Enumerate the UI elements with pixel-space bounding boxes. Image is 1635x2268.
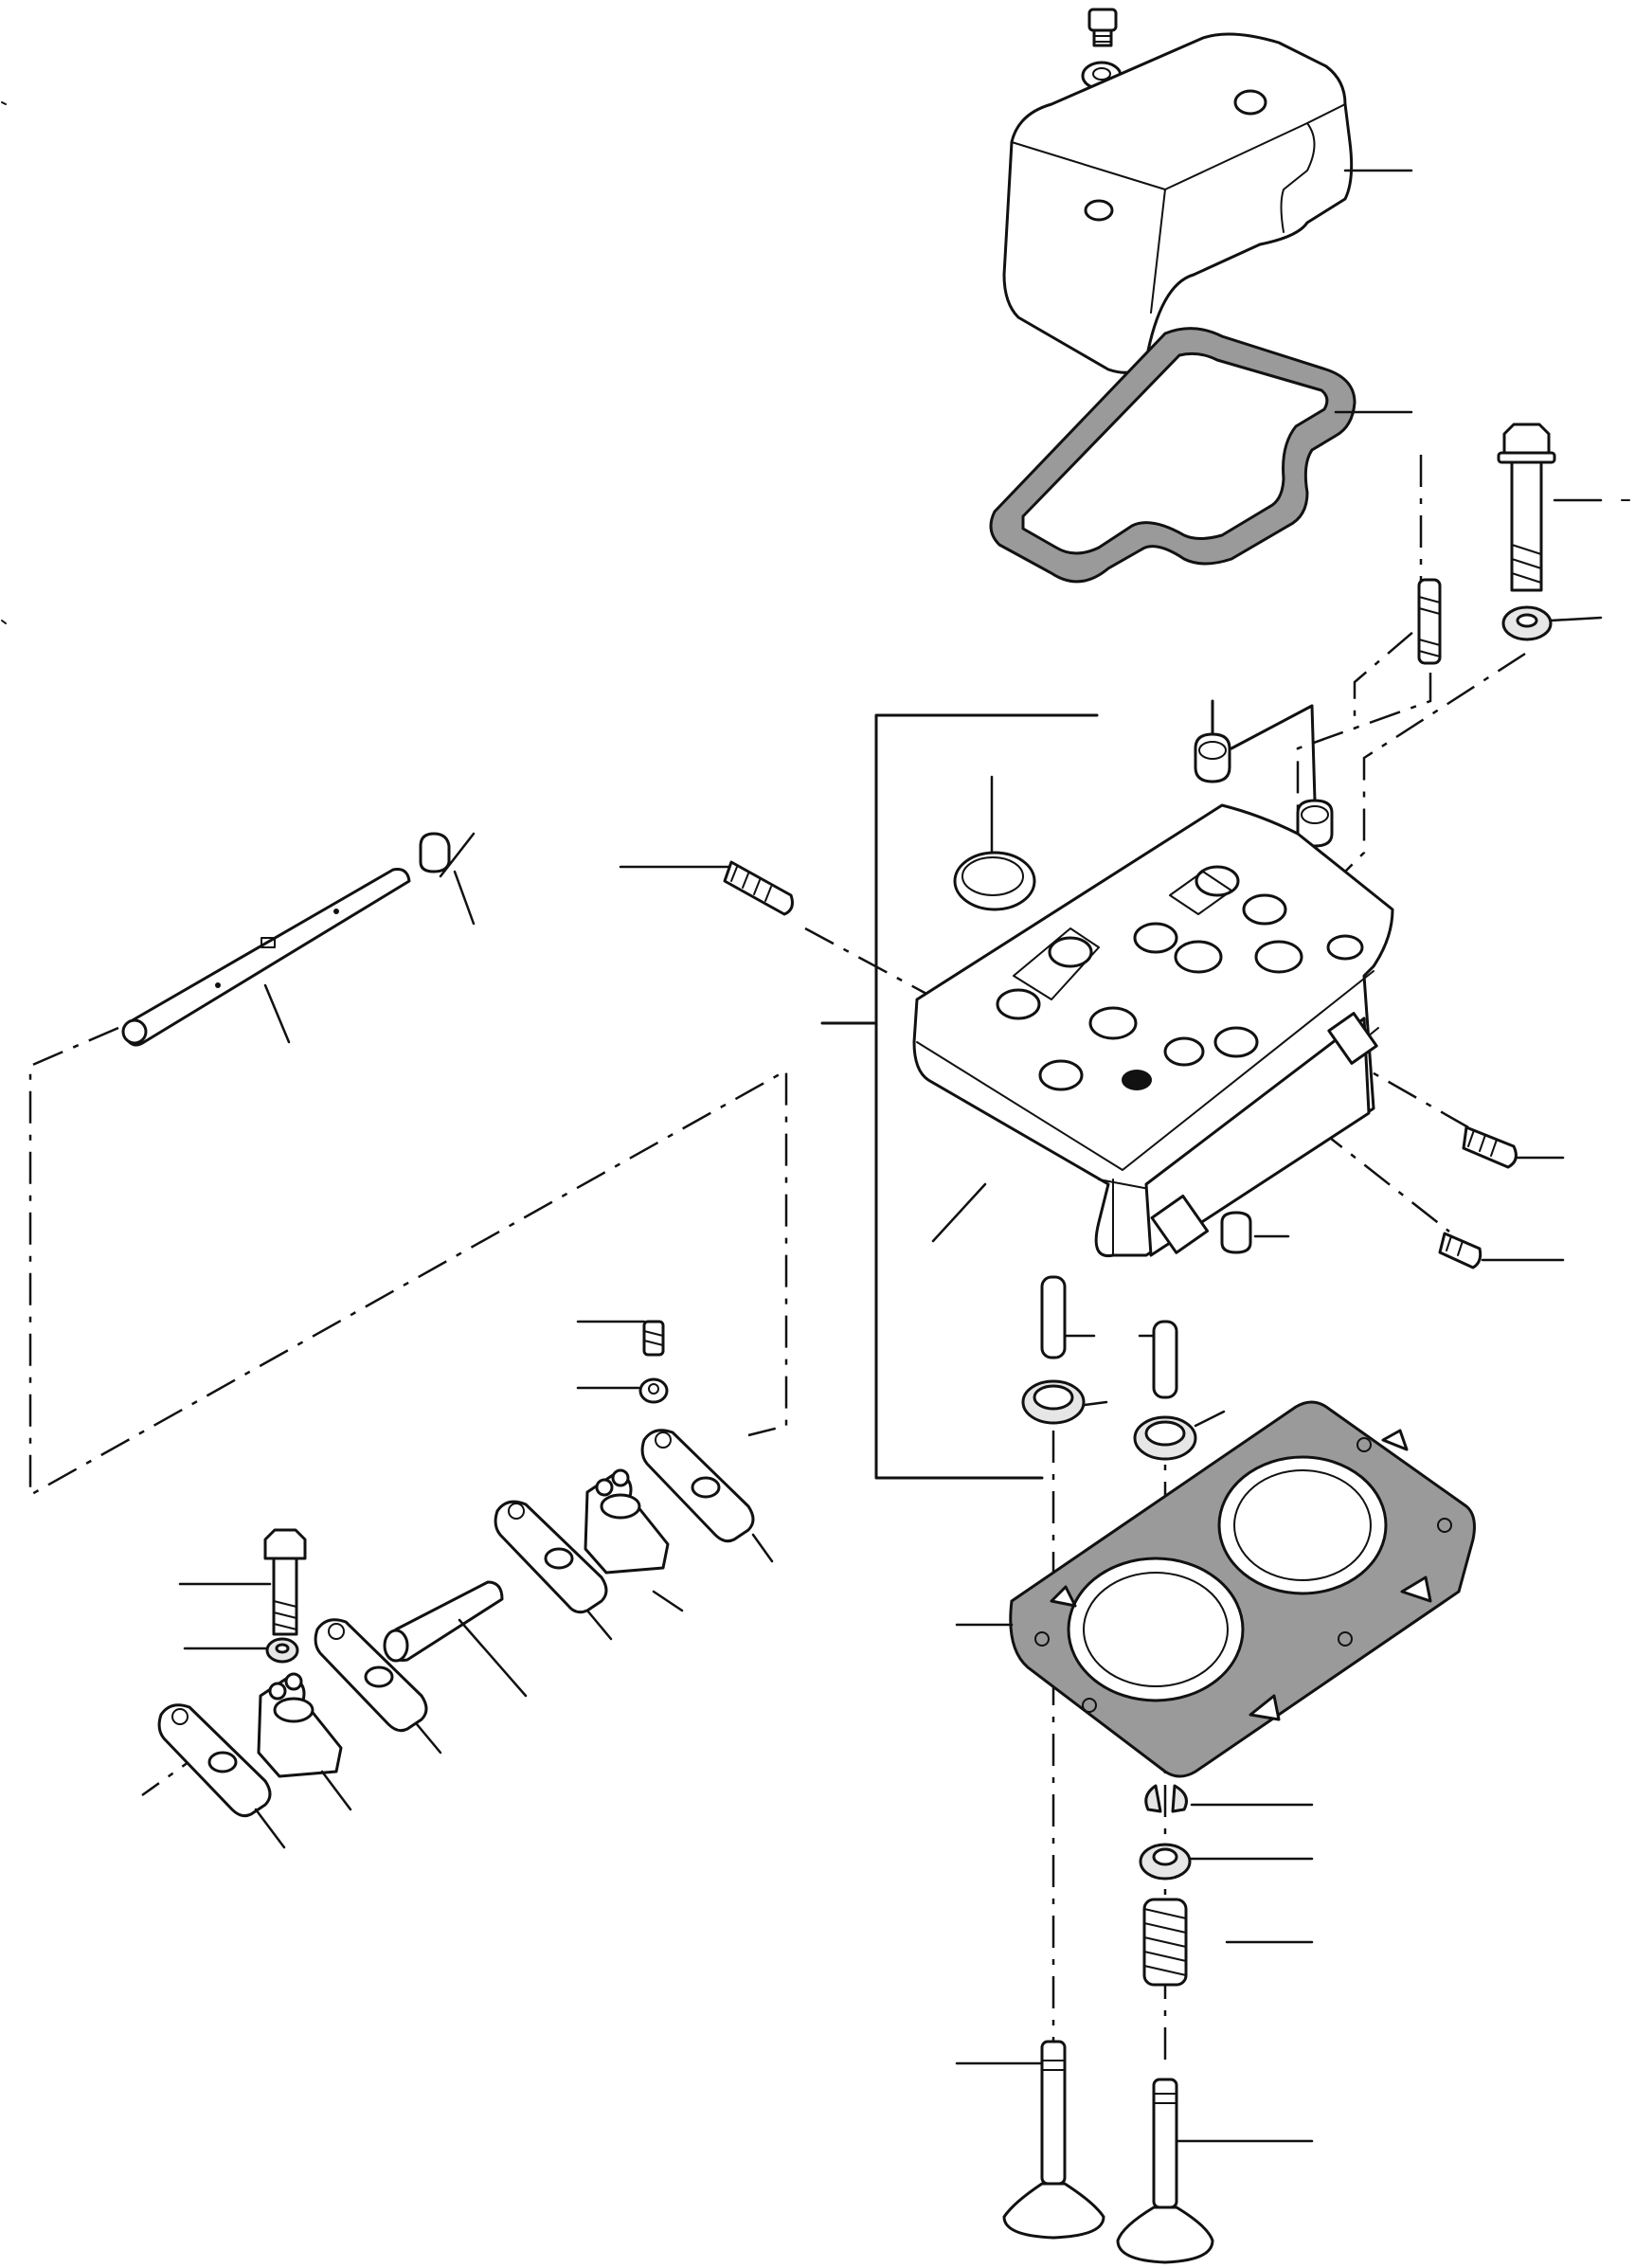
stud-icon <box>1417 578 1442 665</box>
stud-icon <box>1438 1232 1565 1269</box>
washer-icon <box>183 1637 299 1664</box>
valve-seat-icon <box>1021 1379 1108 1425</box>
stud-icon <box>1462 1125 1565 1169</box>
valve-cover-gasket-icon <box>989 327 1413 584</box>
rocker-arm-icon <box>494 1500 613 1641</box>
rocker-arm-icon <box>157 1703 286 1849</box>
valve-icon <box>1116 2078 1314 2264</box>
rocker-arm-icon <box>640 1429 774 1563</box>
rocker-bracket-icon <box>257 1672 352 1811</box>
valve-icon <box>955 2040 1105 2240</box>
valve-keeper-icon <box>1144 1784 1314 1813</box>
stud-icon <box>619 860 794 916</box>
head-gasket-icon <box>955 1400 1476 1778</box>
flange-bolt-icon <box>1497 423 1603 592</box>
seal-cap-icon <box>1194 699 1334 848</box>
expansion-plug-icon <box>953 775 1036 911</box>
rocker-arm-icon <box>314 1618 442 1755</box>
lock-nut-icon <box>576 1377 669 1404</box>
bolt-icon <box>178 1528 307 1636</box>
rocker-bracket-icon <box>584 1468 684 1612</box>
rocker-shaft-icon <box>121 832 476 1047</box>
head-assembly-bracket <box>820 713 1099 1480</box>
spring-retainer-icon <box>1139 1843 1314 1881</box>
valve-guide-icon <box>1138 1320 1178 1399</box>
head-ports <box>996 865 1364 1091</box>
valve-cover-icon <box>1002 32 1413 374</box>
washer-icon <box>1501 605 1603 641</box>
valve-guide-icon <box>1040 1275 1096 1359</box>
margin-ticks <box>1 101 1630 624</box>
cylinder-head-icon <box>912 803 1394 1258</box>
rocker-spacer-icon <box>383 1580 528 1698</box>
adjusting-screw-icon <box>576 1320 665 1357</box>
plug-bolt-icon <box>1087 8 1118 47</box>
valve-spring-icon <box>1142 1898 1314 1987</box>
shaft-plug-icon <box>419 832 476 926</box>
valve-seat-icon <box>1133 1410 1226 1461</box>
plug-icon <box>1220 1211 1290 1254</box>
